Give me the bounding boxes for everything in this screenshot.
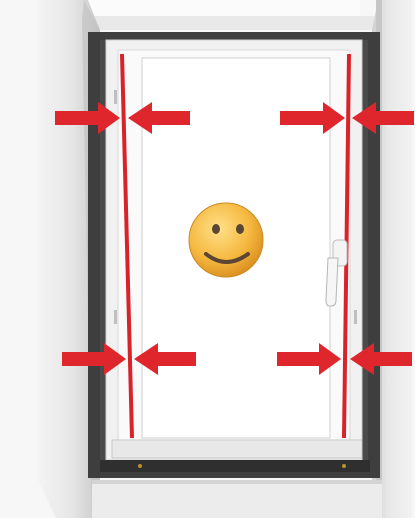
- window-sill-edge: [92, 480, 382, 484]
- sash-bottom-rail: [112, 440, 362, 458]
- frame-detail-right: [354, 310, 357, 324]
- hinge-left-top: [114, 90, 117, 104]
- window-sill: [92, 480, 382, 518]
- lintel-edge: [80, 16, 380, 30]
- smiley-face-icon: [189, 203, 263, 277]
- hinge-left-bottom: [114, 310, 117, 324]
- bottom-screw-left: [138, 464, 142, 468]
- top-lintel: [60, 0, 360, 18]
- bottom-screw-right: [342, 464, 346, 468]
